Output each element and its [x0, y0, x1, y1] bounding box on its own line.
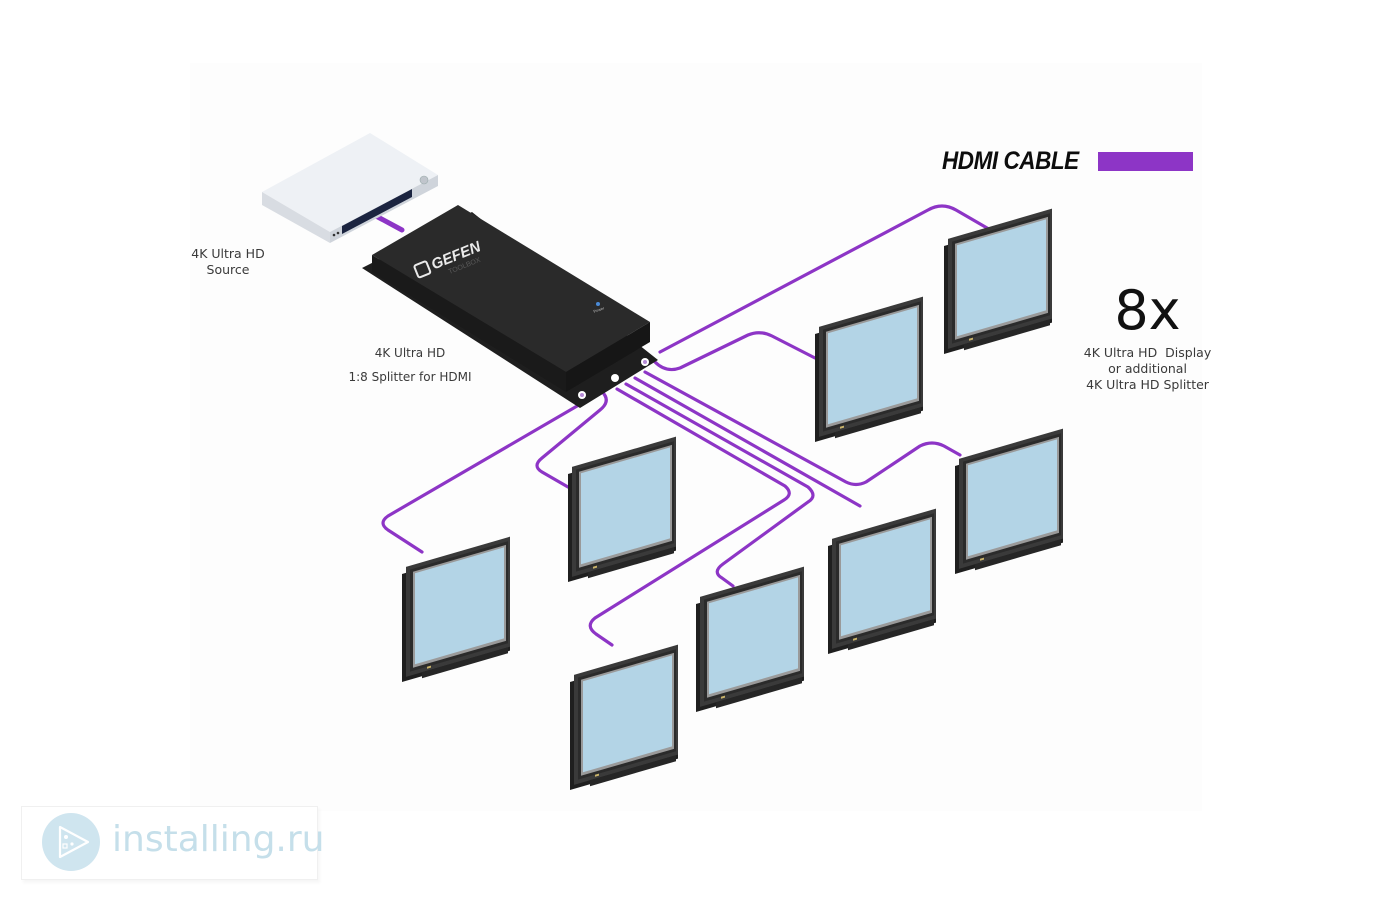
output-count-label: 8x [1114, 279, 1181, 342]
monitor-3 [955, 428, 1063, 576]
output-desc-line1: 4K Ultra HD Display [1083, 345, 1212, 360]
cable-output-7 [624, 382, 815, 588]
output-desc-line3: 4K Ultra HD Splitter [1086, 377, 1209, 392]
monitor-6 [402, 536, 510, 684]
monitor-1 [944, 208, 1052, 356]
monitor-2 [815, 296, 923, 444]
cable-output-8 [588, 387, 791, 647]
play-triangle-icon [42, 813, 100, 871]
cable-output-6 [381, 400, 586, 554]
monitor-4 [828, 508, 936, 656]
gefen-logo-icon [413, 260, 432, 279]
cable-source-to-splitter [373, 213, 405, 233]
cable-output-1 [658, 204, 996, 354]
cable-output-2 [653, 331, 817, 372]
splitter-label: 4K Ultra HD 1:8 Splitter for HDMI [335, 341, 485, 389]
legend-hdmi-swatch [1098, 152, 1193, 171]
monitor-5 [568, 436, 676, 584]
cable-output-4 [633, 376, 862, 508]
monitor-8 [570, 644, 678, 792]
splitter-device [362, 205, 658, 408]
source-label: 4K Ultra HD Source [178, 246, 278, 278]
cable-output-3 [643, 370, 962, 487]
source-label-line2: Source [206, 262, 250, 277]
splitter-label-line1: 4K Ultra HD [374, 346, 446, 360]
power-label: Power [593, 305, 606, 314]
watermark-badge[interactable]: installing.ru [21, 806, 324, 880]
source-device [262, 133, 438, 243]
legend-hdmi-cable-label: HDMI CABLE [942, 147, 1079, 175]
output-desc-line2: or additional [1108, 361, 1187, 376]
monitor-7 [696, 566, 804, 714]
cable-output-5 [535, 392, 608, 489]
source-label-line1: 4K Ultra HD [191, 246, 265, 261]
splitter-label-line2: 1:8 Splitter for HDMI [348, 370, 472, 384]
output-description: 4K Ultra HD Display or additional 4K Ult… [1070, 345, 1225, 393]
watermark-text: installing.ru [112, 819, 325, 860]
